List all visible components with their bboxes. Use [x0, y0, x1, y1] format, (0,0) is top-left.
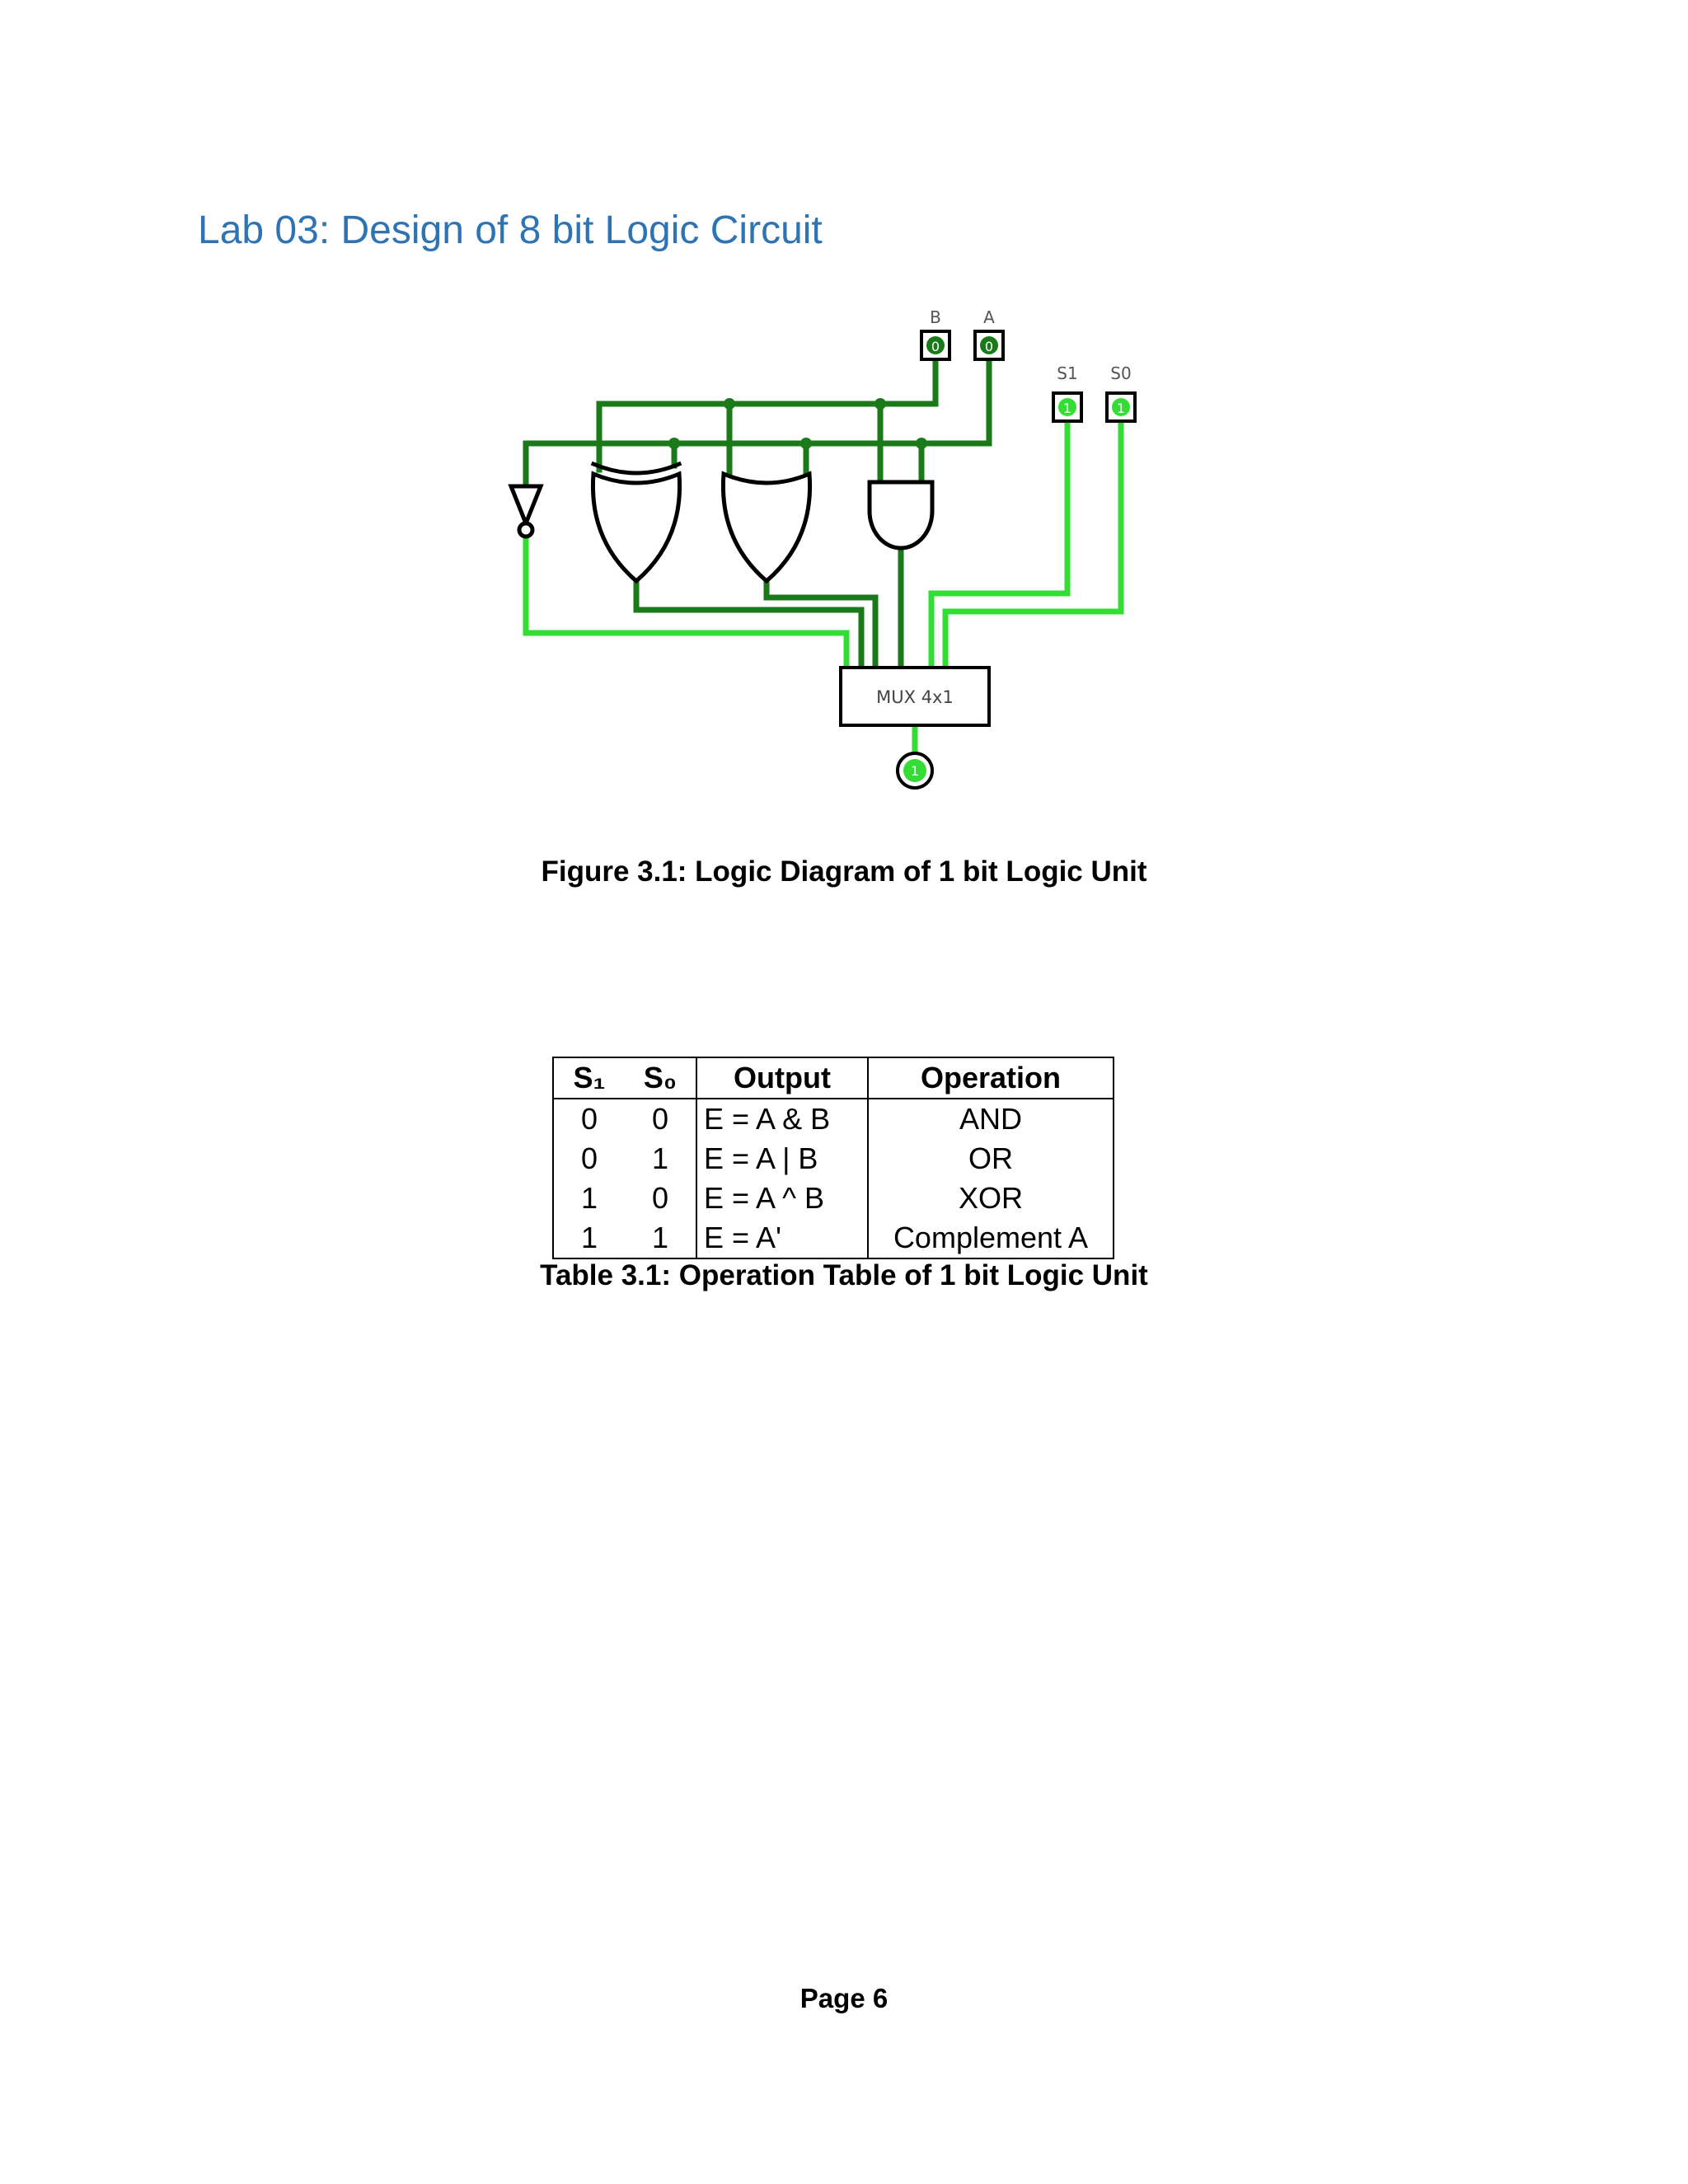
select-pin-s1[interactable]	[1052, 391, 1083, 423]
select-s0-value: 1	[1117, 401, 1125, 416]
and-gate	[867, 480, 935, 551]
operation-table: S₁ S₀ Output Operation 0 0 E = A & B AND…	[552, 1057, 1114, 1259]
not-gate	[508, 484, 544, 539]
cell-s0: 0	[625, 1179, 697, 1218]
cell-s0: 1	[625, 1139, 697, 1179]
input-b-value: 0	[931, 339, 940, 354]
cell-s0: 1	[625, 1218, 697, 1258]
cell-s1: 0	[580, 1141, 598, 1175]
header-s0: S₀	[625, 1057, 697, 1099]
table-row: 0 0 E = A & B AND	[553, 1099, 1114, 1139]
wire-junctions	[668, 398, 927, 449]
page-number: Page 6	[799, 1983, 889, 2013]
cell-output: E = A | B	[696, 1139, 869, 1179]
logic-circuit-diagram: B A 0 0 S1 S0 1 1 MUX 4x1 1	[508, 307, 1137, 790]
output-value: 1	[911, 763, 919, 779]
cell-operation: XOR	[958, 1181, 1023, 1215]
cell-operation: AND	[959, 1102, 1022, 1136]
table-caption: Table 3.1: Operation Table of 1 bit Logi…	[540, 1259, 1148, 1291]
cell-operation: Complement A	[893, 1221, 1089, 1254]
input-a-value: 0	[985, 339, 993, 354]
cell-s0: 0	[625, 1099, 697, 1139]
cell-s1: 0	[580, 1102, 598, 1136]
cell-output: E = A ^ B	[696, 1179, 869, 1218]
input-pin-b[interactable]	[920, 330, 951, 361]
mux-label: MUX 4x1	[876, 687, 954, 707]
header-s1: S₁	[573, 1061, 606, 1094]
table-header-row: S₁ S₀ Output Operation	[553, 1057, 1114, 1099]
active-wires	[523, 417, 1124, 757]
figure-caption: Figure 3.1: Logic Diagram of 1 bit Logic…	[541, 855, 1147, 888]
cell-operation: OR	[968, 1141, 1013, 1175]
cell-s1: 1	[580, 1181, 598, 1215]
header-operation: Operation	[920, 1061, 1061, 1094]
table-row: 0 1 E = A | B OR	[553, 1139, 1114, 1179]
input-a-label: A	[983, 307, 995, 327]
cell-output: E = A'	[696, 1218, 869, 1258]
output-probe	[896, 752, 934, 790]
table-row: 1 1 E = A' Complement A	[553, 1218, 1114, 1258]
xor-gate	[590, 461, 682, 584]
mux-4x1	[839, 666, 991, 727]
cell-s1: 1	[580, 1221, 598, 1254]
section-heading: Lab 03: Design of 8 bit Logic Circuit	[198, 209, 823, 252]
select-s1-value: 1	[1063, 401, 1071, 416]
header-output: Output	[696, 1057, 869, 1099]
select-s0-label: S0	[1110, 363, 1131, 383]
or-gate	[720, 471, 813, 584]
input-pin-a[interactable]	[973, 330, 1005, 361]
table-row: 1 0 E = A ^ B XOR	[553, 1179, 1114, 1218]
select-s1-label: S1	[1057, 363, 1077, 383]
input-b-label: B	[930, 307, 941, 327]
cell-output: E = A & B	[696, 1099, 869, 1139]
select-pin-s0[interactable]	[1105, 391, 1137, 423]
